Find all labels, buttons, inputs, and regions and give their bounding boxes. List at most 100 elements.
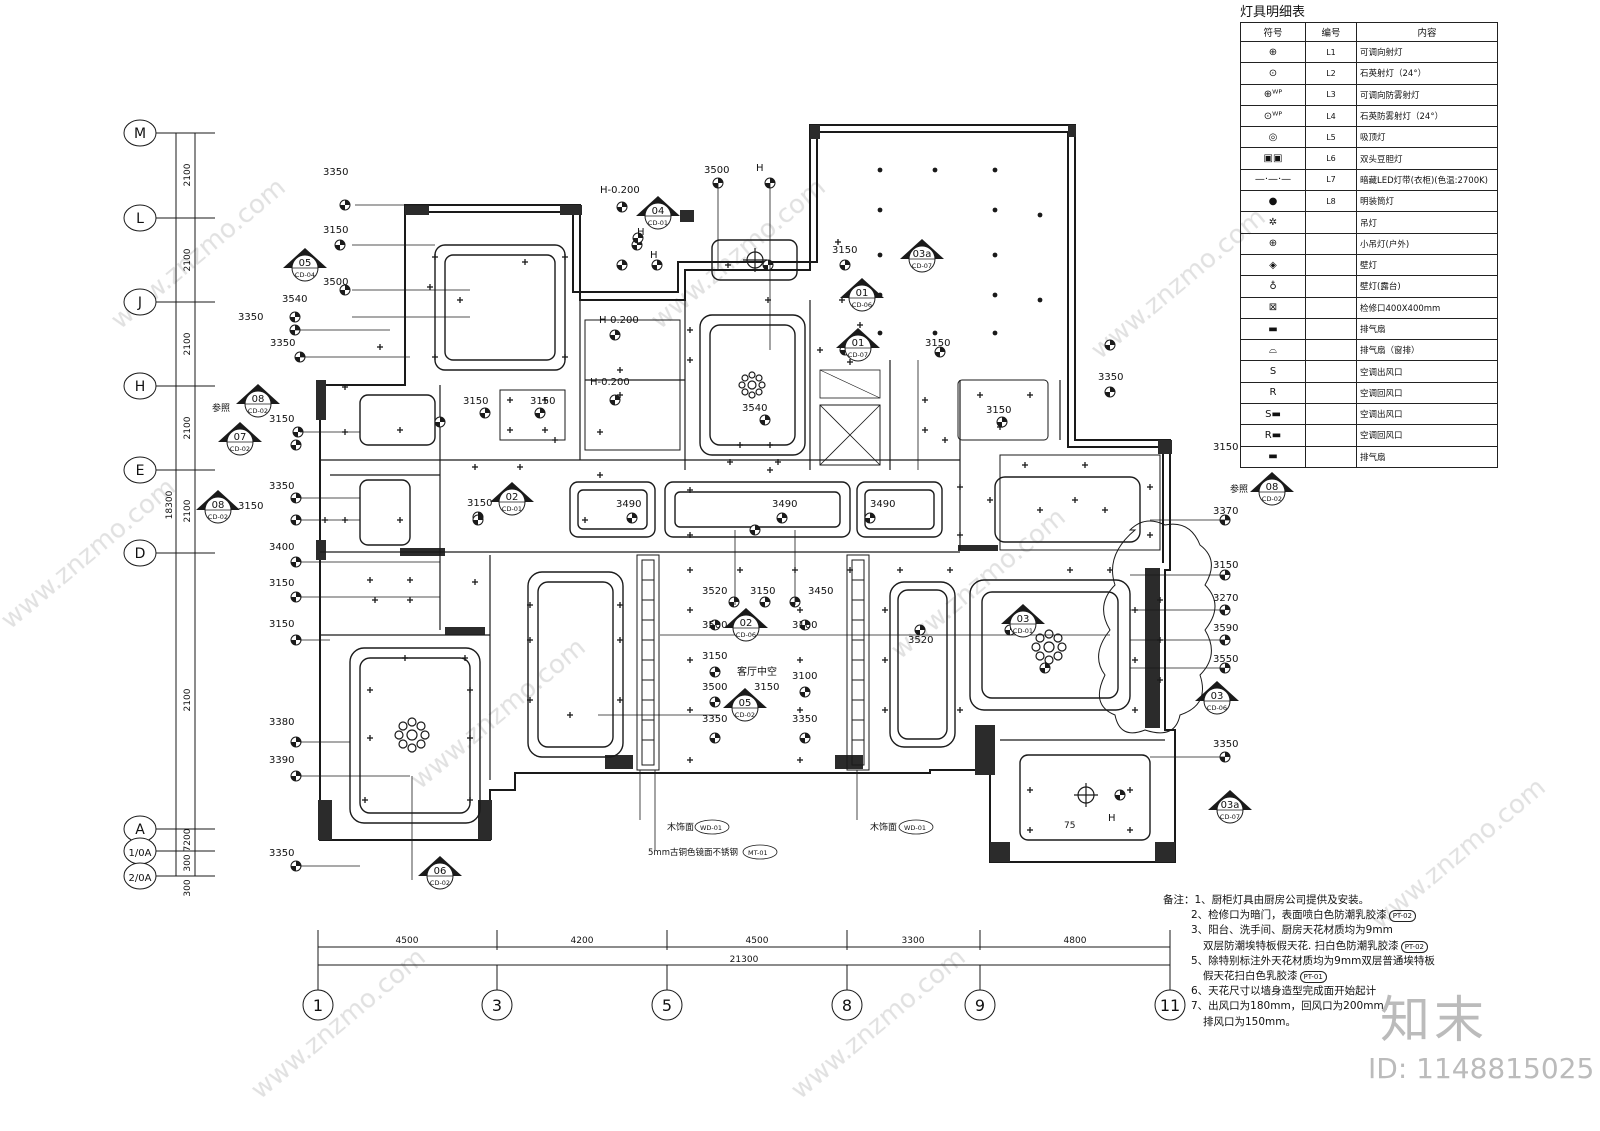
misc-number: 75 (1064, 821, 1075, 831)
legend-code: L1 (1305, 40, 1357, 64)
watermark-brand: 知末 (1380, 991, 1488, 1049)
legend-content: 排气扇 (1356, 317, 1498, 341)
legend-code (1305, 317, 1357, 341)
spot-light-icon (542, 397, 548, 403)
height-label: 3500 (323, 277, 348, 288)
spot-light-icon (1027, 827, 1033, 833)
height-marker-icon (632, 232, 644, 244)
height-marker-icon (616, 259, 628, 271)
spot-light-icon (1067, 567, 1073, 573)
row-spacing-label: 2100 (183, 332, 193, 355)
spot-light-icon (1132, 707, 1138, 713)
height-label: 3150 (323, 225, 348, 236)
row-spacing-label: 7200 (183, 828, 193, 851)
callout-ref: CD-06 (736, 631, 756, 639)
spot-light-icon (947, 567, 953, 573)
legend-row: ⊠检修口400X400mm (1240, 296, 1498, 319)
notes-tag: PT-02 (1388, 910, 1416, 923)
spot-light-icon (687, 357, 693, 363)
col-axis-label: 3 (492, 996, 502, 1015)
height-marker-icon (1219, 634, 1231, 646)
legend-row: ⊕小吊灯(户外) (1240, 232, 1498, 255)
callout-ref: CD-06 (1207, 704, 1227, 712)
legend-symbol-icon: ⌓ (1240, 339, 1306, 362)
height-label: 3150 (754, 682, 779, 693)
spot-light-icon (507, 427, 513, 433)
height-marker-icon (996, 416, 1008, 428)
height-marker-icon (290, 591, 302, 603)
height-label: 3490 (870, 499, 895, 510)
legend-symbol-icon: R (1240, 381, 1306, 405)
height-marker-icon (776, 512, 788, 524)
col-spacing-label: 4200 (571, 936, 594, 946)
spot-light-icon (775, 459, 781, 465)
col-axis-bubble: 8 (831, 965, 863, 1021)
spot-light-icon (397, 427, 403, 433)
height-label: 3150 (530, 396, 555, 407)
col-total-label: 21300 (730, 955, 759, 965)
downlight-dot (877, 207, 883, 213)
spot-light-icon (857, 322, 863, 328)
legend-row: R 空调回风口 (1240, 381, 1498, 405)
legend-code: L4 (1305, 104, 1357, 128)
legend-code (1305, 275, 1357, 298)
spot-light-icon (727, 459, 733, 465)
height-marker-icon (339, 199, 351, 211)
spot-light-icon (687, 567, 693, 573)
notes-text: 假天花扫白色乳胶漆 (1203, 970, 1298, 983)
spot-light-icon (617, 392, 623, 398)
spot-light-icon (725, 262, 731, 268)
col-axis-label: 9 (975, 996, 985, 1015)
spot-light-icon (562, 254, 568, 260)
spot-light-icon (922, 397, 928, 403)
height-marker-icon (799, 686, 811, 698)
callout-ref: CD-02 (1262, 495, 1282, 503)
height-markers (289, 177, 1231, 872)
legend-content: 壁灯(露台) (1356, 275, 1498, 298)
height-marker-icon (290, 514, 302, 526)
height-marker-icon (914, 624, 926, 636)
height-marker-icon (626, 512, 638, 524)
legend-content: 小吊灯(户外) (1356, 232, 1498, 255)
height-marker-icon (728, 596, 740, 608)
legend-row: ◈壁灯 (1240, 253, 1498, 277)
watermark-site: www.znzmo.com (785, 942, 971, 1105)
height-marker-icon (709, 619, 721, 631)
spot-light-icon (737, 567, 743, 573)
spot-light-icon (617, 367, 623, 373)
legend-code (1305, 296, 1357, 319)
legend-content: 排气扇（窗排） (1356, 339, 1498, 362)
notes-line: 排风口为150mm。 (1163, 1015, 1493, 1030)
notes-line: 备注：1、厨柜灯具由厨房公司提供及安装。 (1163, 893, 1493, 908)
spot-light-icon (342, 384, 348, 390)
spot-light-icon (767, 442, 773, 448)
legend-row: ♁壁灯(露台) (1240, 275, 1498, 298)
level-label: H (637, 227, 645, 238)
row-axis-label: H (135, 379, 146, 395)
material-label: 木饰面 (667, 821, 694, 833)
spot-light-icon (432, 254, 438, 260)
callout-ref: CD-01 (502, 505, 522, 513)
legend-content: 空调回风口 (1356, 381, 1498, 405)
legend-header: 符号 (1240, 22, 1306, 42)
spot-light-icon (847, 567, 853, 573)
section-callouts: 05CD-0404CD-0103aCD-0701CD-0601CD-0708CD… (196, 196, 1294, 890)
callout-number: 03 (1211, 691, 1224, 702)
downlight-dot (1037, 212, 1043, 218)
callout-number: 08 (252, 394, 265, 405)
downlight-dot (877, 330, 883, 336)
level-label: H-0.200 (600, 185, 640, 196)
spot-light-icon (957, 532, 963, 538)
legend-symbol-icon: S▬ (1240, 403, 1306, 426)
downlight-dot (992, 330, 998, 336)
row-axis-label: E (136, 463, 145, 479)
notes-line: 3、阳台、洗手间、厨房天花材质均为9mm (1163, 923, 1493, 938)
height-label: 3100 (792, 671, 817, 682)
spot-light-icon (987, 497, 993, 503)
downlight-dot (992, 292, 998, 298)
